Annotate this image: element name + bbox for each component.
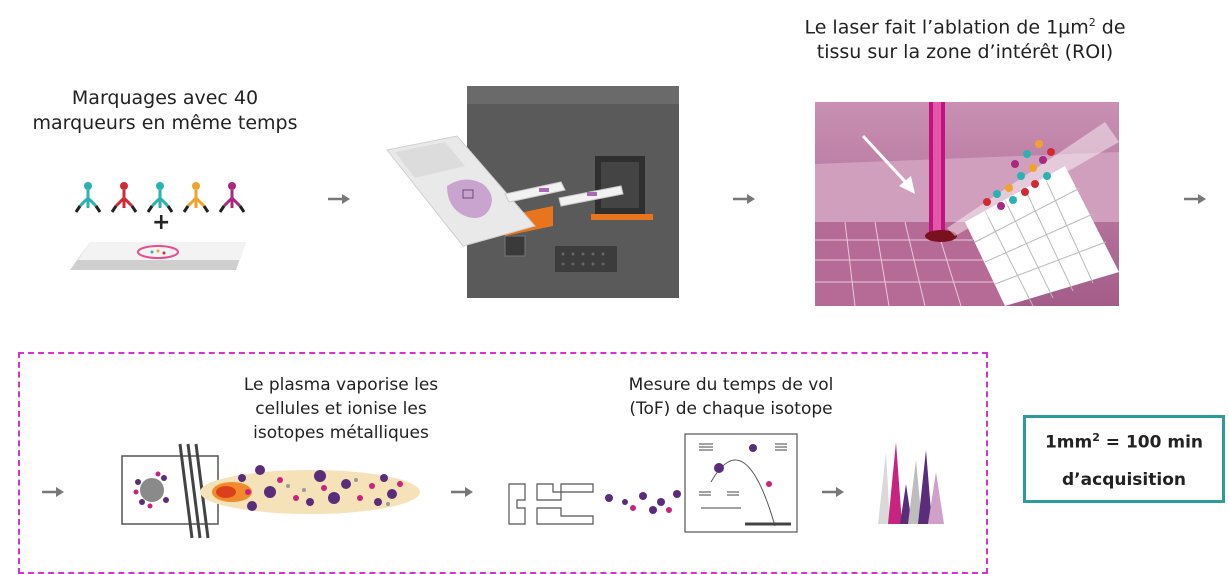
plus-sign: + — [152, 210, 171, 235]
antibody-icon — [110, 182, 138, 213]
step3-caption: Le laser fait l’ablation de 1µm2 de tiss… — [770, 10, 1160, 65]
process-panel — [18, 352, 988, 574]
antibody-icon — [146, 182, 174, 213]
antibody-icon — [182, 182, 210, 213]
antibody-icon — [74, 182, 102, 213]
arrow-right-icon — [733, 194, 755, 204]
step5-caption: Mesure du temps de vol (ToF) de chaque i… — [596, 373, 866, 421]
antibody-icon — [218, 182, 246, 213]
mass-spectrum-peaks-illustration — [878, 442, 944, 524]
step1-caption-line1: Marquages avec 40 — [71, 87, 259, 109]
step4-caption-line3: isotopes métalliques — [253, 423, 429, 443]
arrow-right-icon — [451, 487, 473, 497]
acquisition-time-box: 1mm2 = 100 min d’acquisition — [1023, 415, 1225, 503]
arrow-right-icon — [328, 194, 350, 204]
laser-ablation-illustration — [815, 102, 1119, 306]
antibody-illustration — [70, 182, 246, 270]
time-of-flight-illustration — [508, 433, 798, 533]
plasma-illustration — [121, 443, 420, 539]
slide-icon — [70, 242, 246, 270]
arrow-right-icon — [822, 487, 844, 497]
acquisition-line1: 1mm2 = 100 min — [1044, 431, 1204, 453]
step1-caption: Marquages avec 40 marqueurs en même temp… — [20, 86, 310, 136]
step5-caption-line1: Mesure du temps de vol — [628, 375, 834, 395]
acquisition-line2: d’acquisition — [1062, 469, 1186, 490]
arrow-right-icon — [42, 487, 64, 497]
step4-caption: Le plasma vaporise les cellules et ionis… — [222, 373, 460, 445]
imaging-instrument-illustration — [386, 86, 679, 298]
arrow-right-icon — [1184, 194, 1206, 204]
step3-caption-line1: Le laser fait l’ablation de 1µm2 de — [804, 16, 1126, 39]
step1-caption-line2: marqueurs en même temps — [32, 112, 298, 134]
step4-caption-line1: Le plasma vaporise les — [243, 375, 439, 395]
step4-caption-line2: cellules et ionise les — [255, 399, 427, 419]
step3-caption-line2: tissu sur la zone d’intérêt (ROI) — [816, 41, 1114, 64]
step5-caption-line2: (ToF) de chaque isotope — [629, 399, 833, 419]
